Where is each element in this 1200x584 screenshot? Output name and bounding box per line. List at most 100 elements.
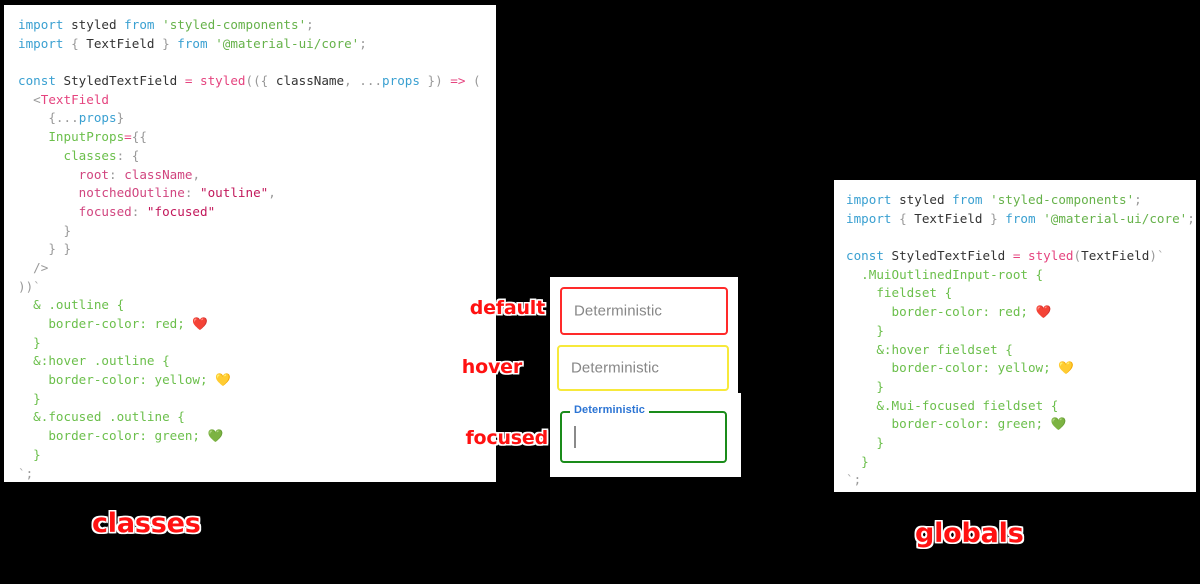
- code-token: }: [982, 210, 1006, 226]
- code-token: props: [382, 73, 420, 89]
- code-token: [18, 129, 48, 144]
- annotation-focused: focused: [465, 427, 548, 449]
- code-token: [846, 435, 876, 450]
- code-line: root: className,: [18, 166, 496, 185]
- code-token: ;: [1187, 210, 1195, 226]
- code-token: root: [78, 166, 110, 182]
- code-token: border-color: yellow;: [48, 372, 208, 388]
- code-line: <TextField: [18, 91, 496, 110]
- code-line: }: [846, 453, 1196, 472]
- code-token: className: [124, 166, 193, 182]
- code-line: ))`: [18, 278, 496, 297]
- code-token: :: [184, 185, 200, 201]
- code-token: [18, 92, 33, 107]
- code-line: `;: [846, 471, 1196, 490]
- code-line: }: [846, 322, 1196, 341]
- textfield-focused[interactable]: Deterministic: [560, 404, 727, 463]
- code-token: [846, 304, 892, 319]
- textfield-default-text: Deterministic: [574, 302, 662, 320]
- code-token: &:hover .outline {: [33, 353, 170, 369]
- code-token: [18, 148, 64, 163]
- code-line: }: [846, 434, 1196, 453]
- code-token: 'styled-components': [162, 17, 307, 32]
- code-line: } }: [18, 240, 496, 259]
- code-token: &:hover fieldset {: [876, 341, 1013, 357]
- code-token: .MuiOutlinedInput-root {: [861, 266, 1044, 282]
- code-token: [192, 73, 200, 88]
- textfield-hover-text: Deterministic: [571, 359, 659, 377]
- code-token: styled: [63, 17, 125, 32]
- code-token: } }: [48, 241, 72, 257]
- code-line: [18, 53, 496, 72]
- code-token: ;: [25, 465, 34, 481]
- code-line: import { TextField } from '@material-ui/…: [18, 35, 496, 54]
- code-token: import: [846, 210, 892, 226]
- code-line: classes: {: [18, 147, 496, 166]
- code-line: InputProps={{: [18, 128, 496, 147]
- annotation-classes-title: classes: [92, 508, 201, 539]
- textfield-default[interactable]: Deterministic: [560, 287, 728, 335]
- code-token: 💚: [1043, 416, 1067, 432]
- code-token: =: [124, 129, 132, 145]
- code-token: & .outline {: [33, 297, 125, 313]
- code-token: const: [18, 73, 56, 89]
- code-token: : {: [116, 147, 140, 163]
- code-line: border-color: green; 💚: [18, 427, 496, 446]
- textfield-focused-label: Deterministic: [570, 404, 649, 416]
- code-token: {...: [48, 110, 79, 126]
- code-token: "focused": [146, 203, 216, 219]
- code-token: [846, 454, 861, 469]
- code-token: styled: [200, 73, 246, 89]
- code-token: ;: [1134, 192, 1142, 207]
- code-token: [846, 360, 892, 375]
- code-token: border-color: red;: [48, 316, 185, 331]
- code-token: [18, 409, 33, 424]
- code-token: :: [109, 166, 125, 182]
- code-token: [846, 416, 892, 431]
- code-token: `: [1156, 248, 1165, 264]
- code-token: import: [18, 35, 64, 51]
- code-token: from: [177, 35, 208, 51]
- code-token: [18, 204, 79, 219]
- code-token: ,: [344, 73, 360, 89]
- code-token: [18, 185, 79, 200]
- annotation-hover: hover: [461, 356, 522, 378]
- code-token: (: [465, 73, 481, 89]
- code-line: & .outline {: [18, 296, 496, 315]
- code-token: styled: [1028, 248, 1074, 264]
- code-token: [18, 391, 33, 406]
- code-token: StyledTextField: [883, 248, 1013, 264]
- code-token: focused: [78, 203, 132, 219]
- code-line: border-color: red; ❤️: [18, 315, 496, 334]
- code-token: }): [419, 73, 451, 89]
- code-token: StyledTextField: [55, 73, 185, 89]
- code-line: }: [18, 334, 496, 353]
- text-caret: [574, 426, 576, 448]
- code-token: TextField: [914, 210, 983, 226]
- code-panel-globals: import styled from 'styled-components';i…: [834, 180, 1196, 492]
- code-token: '@material-ui/core': [1043, 210, 1188, 226]
- code-token: }: [861, 453, 869, 469]
- code-token: classes: [63, 147, 117, 163]
- code-line: `;: [18, 465, 496, 484]
- code-token: :: [131, 203, 147, 219]
- code-token: [846, 342, 876, 357]
- code-token: 💛: [207, 372, 231, 388]
- code-token: [18, 241, 48, 256]
- code-token: ,: [192, 166, 201, 182]
- code-token: }: [33, 334, 41, 350]
- code-token: `: [846, 472, 854, 488]
- code-token: TextField: [1081, 248, 1150, 264]
- code-line: &:hover .outline {: [18, 352, 496, 371]
- code-line: &:hover fieldset {: [846, 341, 1196, 360]
- code-line: border-color: red; ❤️: [846, 303, 1196, 322]
- code-token: border-color: green;: [891, 416, 1044, 432]
- code-token: ,: [268, 185, 276, 201]
- code-token: [846, 398, 876, 413]
- code-token: styled: [891, 192, 953, 207]
- code-token: [18, 335, 33, 350]
- textfield-hover[interactable]: Deterministic: [557, 345, 729, 391]
- code-token: className: [275, 73, 345, 89]
- code-token: 💛: [1050, 360, 1074, 376]
